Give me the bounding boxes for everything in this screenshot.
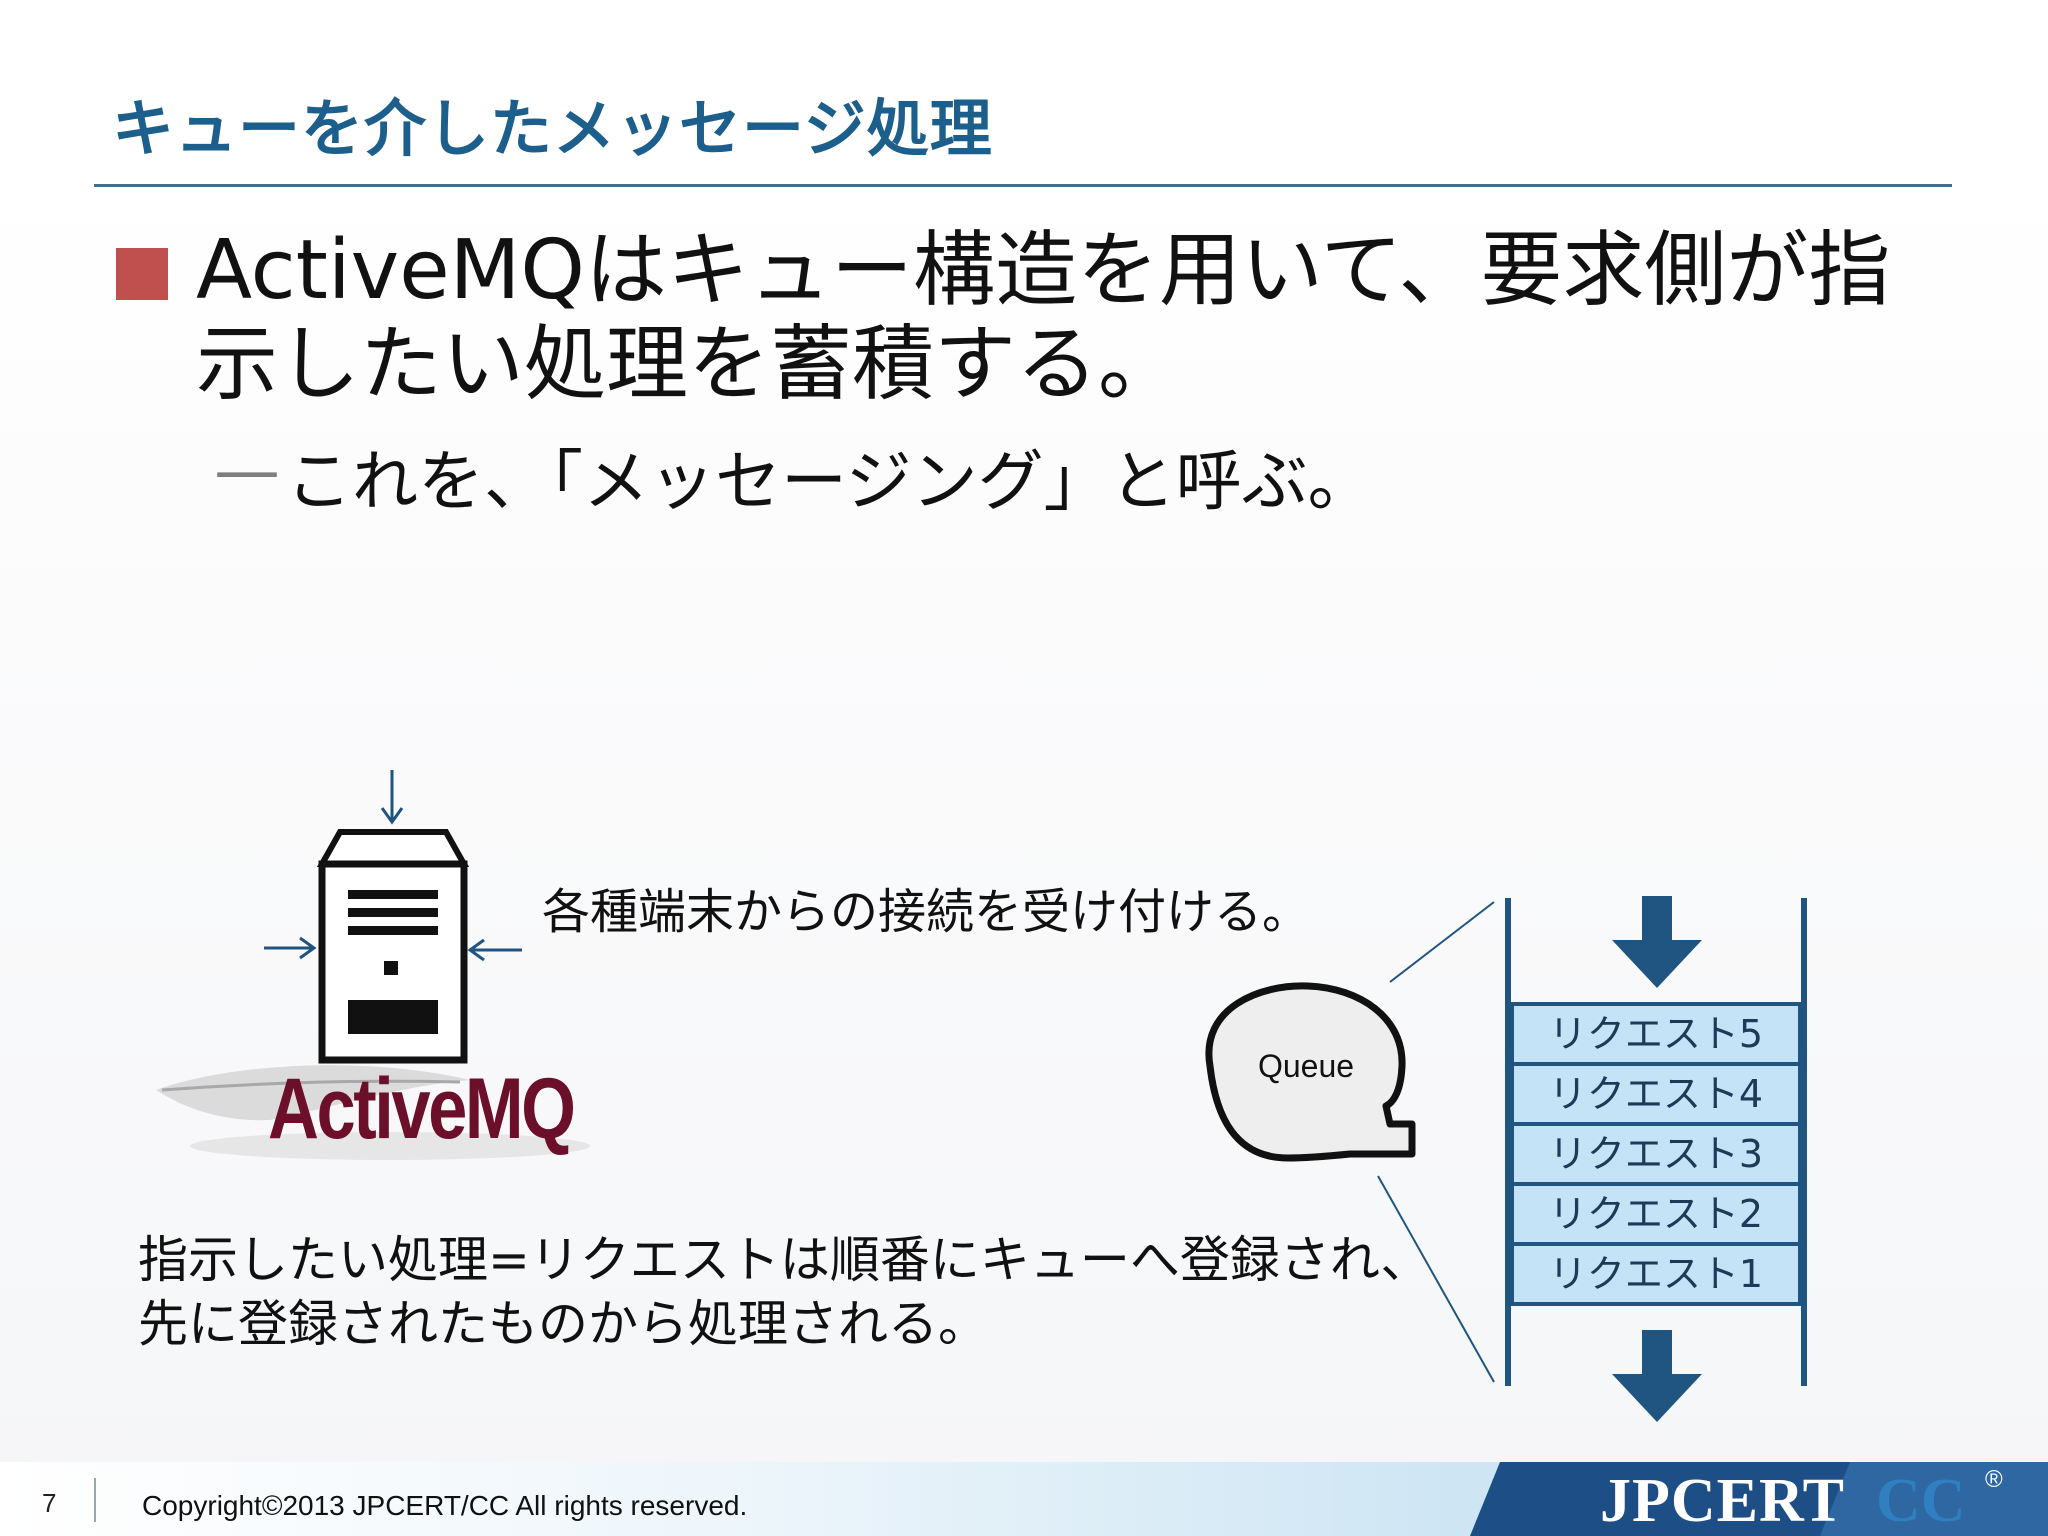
page-number: 7 xyxy=(42,1488,57,1518)
down-arrow-icon xyxy=(1612,1330,1702,1422)
registered-mark: ® xyxy=(1985,1466,2003,1493)
slide-title: キューを介したメッセージ処理 xyxy=(112,92,993,165)
logo-text: ActiveMQ xyxy=(268,1061,576,1157)
queue-item: リクエスト4 xyxy=(1548,1072,1764,1116)
brand-logo-main: JPCERT xyxy=(1600,1467,1845,1535)
queue-caption: 指示したい処理=リクエストは順番にキューへ登録され、先に登録されたものから処理さ… xyxy=(138,1231,1431,1353)
speech-bubble-icon xyxy=(1205,982,1416,1162)
connection-caption: 各種端末からの接続を受け付ける。 xyxy=(542,884,1311,940)
bubble-label: Queue xyxy=(1257,1048,1355,1084)
footer-brand-band xyxy=(1470,1462,2048,1536)
down-arrow-icon xyxy=(1612,896,1702,988)
queue-item: リクエスト2 xyxy=(1548,1192,1764,1236)
bullet-text: ActiveMQはキュー構造を用いて、要求側が指示したい処理を蓄積する。 xyxy=(196,223,1891,412)
copyright-text: Copyright©2013 JPCERT/CC All rights rese… xyxy=(142,1490,748,1521)
title-divider xyxy=(94,184,1952,187)
sub-bullet-dash: — xyxy=(214,432,280,509)
footer-divider xyxy=(94,1478,96,1522)
sub-bullet-text: これを、「メッセージング」と呼ぶ。 xyxy=(286,443,1374,520)
queue-item: リクエスト3 xyxy=(1548,1132,1764,1176)
queue-item: リクエスト5 xyxy=(1548,1012,1764,1056)
bullet-marker xyxy=(116,248,168,300)
brand-logo-cc: CC xyxy=(1876,1467,1966,1535)
queue-item: リクエスト1 xyxy=(1548,1252,1764,1296)
server-icon xyxy=(264,770,522,1064)
queue-diagram xyxy=(1377,896,1807,1422)
activemq-logo: ActiveMQ xyxy=(150,1050,590,1170)
feather-icon xyxy=(156,1065,590,1160)
